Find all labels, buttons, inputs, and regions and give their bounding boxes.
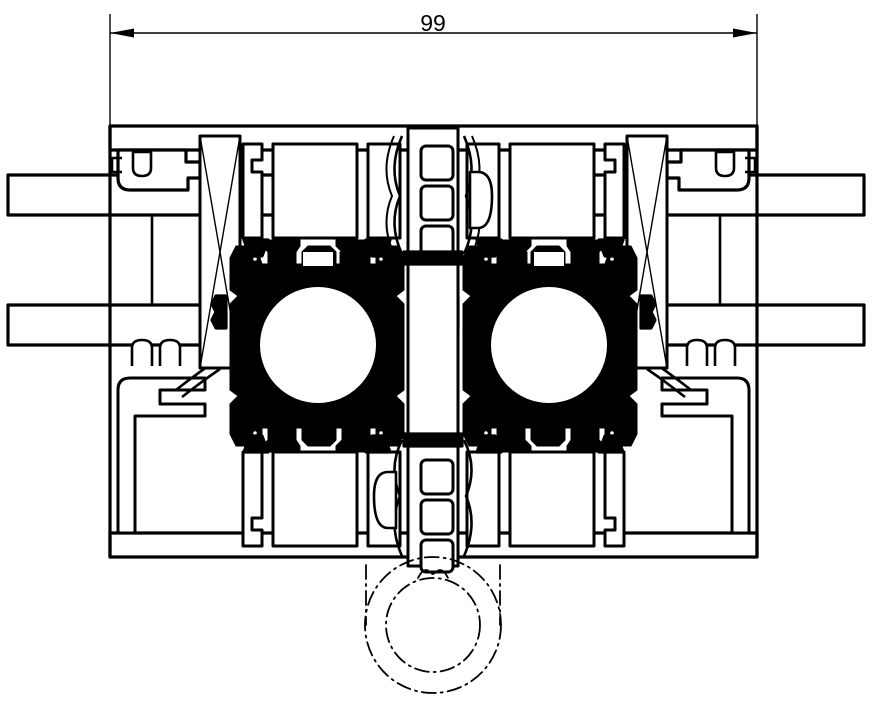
mullion-pocket-top-right <box>468 170 494 230</box>
mullion-pocket-bottom-left <box>372 470 398 530</box>
hidden-hardware-detail <box>364 556 502 694</box>
dimension-overall-width: 99 <box>109 10 758 130</box>
profile-assembly <box>6 124 866 574</box>
phantom-notch-top <box>417 569 449 579</box>
flex-seal-left-bottom <box>393 439 404 557</box>
seal-foot-2 <box>364 238 392 258</box>
flex-seal-right-bottom <box>462 439 473 557</box>
chamber-narrow-top-left <box>241 142 264 240</box>
hook-lip-right <box>713 338 737 366</box>
chamber-large-bottom-right <box>508 450 596 548</box>
phantom-circle-inner <box>385 577 481 673</box>
seal-foot-1 <box>242 238 270 258</box>
seal-tab-right-outer <box>639 294 657 330</box>
seal-foot-7 <box>475 434 503 454</box>
inner-chambers-bottom <box>241 450 626 548</box>
mullion-cap-bottom <box>402 432 464 448</box>
chamber-large-top-right <box>508 142 596 240</box>
thermal-chamber-bottom-2 <box>419 498 455 536</box>
gasket-clip-bulb-left <box>131 150 153 178</box>
seal-crown-notch-right <box>534 252 564 266</box>
gasket-clip-top-right <box>665 148 757 192</box>
seal-void-left <box>260 287 376 403</box>
chamber-narrow-bottom-right <box>603 450 626 548</box>
dimension-label-overall-width: 99 <box>420 10 446 36</box>
seal-feet-row-top <box>242 238 625 258</box>
chamber-large-top-left <box>271 142 359 240</box>
gasket-seal-left <box>210 239 425 453</box>
seal-crown-notch-left <box>303 252 333 266</box>
seal-feet-row-bottom <box>242 434 625 454</box>
frame-hook-bottom-right <box>646 338 751 535</box>
chamber-large-bottom-left <box>271 450 359 548</box>
seal-foot-4 <box>597 238 625 258</box>
flex-seal-left-top <box>393 135 404 255</box>
seal-void-right <box>491 287 607 403</box>
frame-hook-bottom-left <box>116 338 221 535</box>
arrow-left-icon <box>110 28 134 38</box>
chamber-narrow-bottom-mid-right <box>465 450 501 548</box>
seal-foot-6 <box>364 434 392 454</box>
flex-seal-right-top <box>462 135 473 255</box>
gasket-seal-right <box>442 239 657 453</box>
seal-crown-right <box>506 251 592 287</box>
thermal-chamber-bottom-3 <box>419 538 455 574</box>
gasket-clip-bulb-right <box>714 150 736 178</box>
chamber-narrow-top-mid-left <box>366 142 402 240</box>
chamber-narrow-bottom-left <box>241 450 264 548</box>
chamber-narrow-top-right <box>603 142 626 240</box>
seal-foot-5 <box>242 434 270 454</box>
seal-tab-left-outer <box>210 294 228 330</box>
thermal-chamber-bottom-1 <box>419 458 455 496</box>
hook-lip-left <box>130 338 154 366</box>
mullion-cap-top <box>402 250 464 266</box>
thermal-chamber-top-2 <box>419 184 455 222</box>
mullion-center-channel <box>406 256 460 442</box>
seal-crown-left <box>275 251 361 287</box>
seal-foot-3 <box>475 238 503 258</box>
gasket-clip-top-left <box>110 148 202 192</box>
arrow-right-icon <box>733 28 757 38</box>
thermal-chamber-top-1 <box>419 144 455 182</box>
seal-foot-8 <box>597 434 625 454</box>
phantom-circle-outer <box>364 556 502 694</box>
bead-x-stroke-2 <box>199 135 241 369</box>
